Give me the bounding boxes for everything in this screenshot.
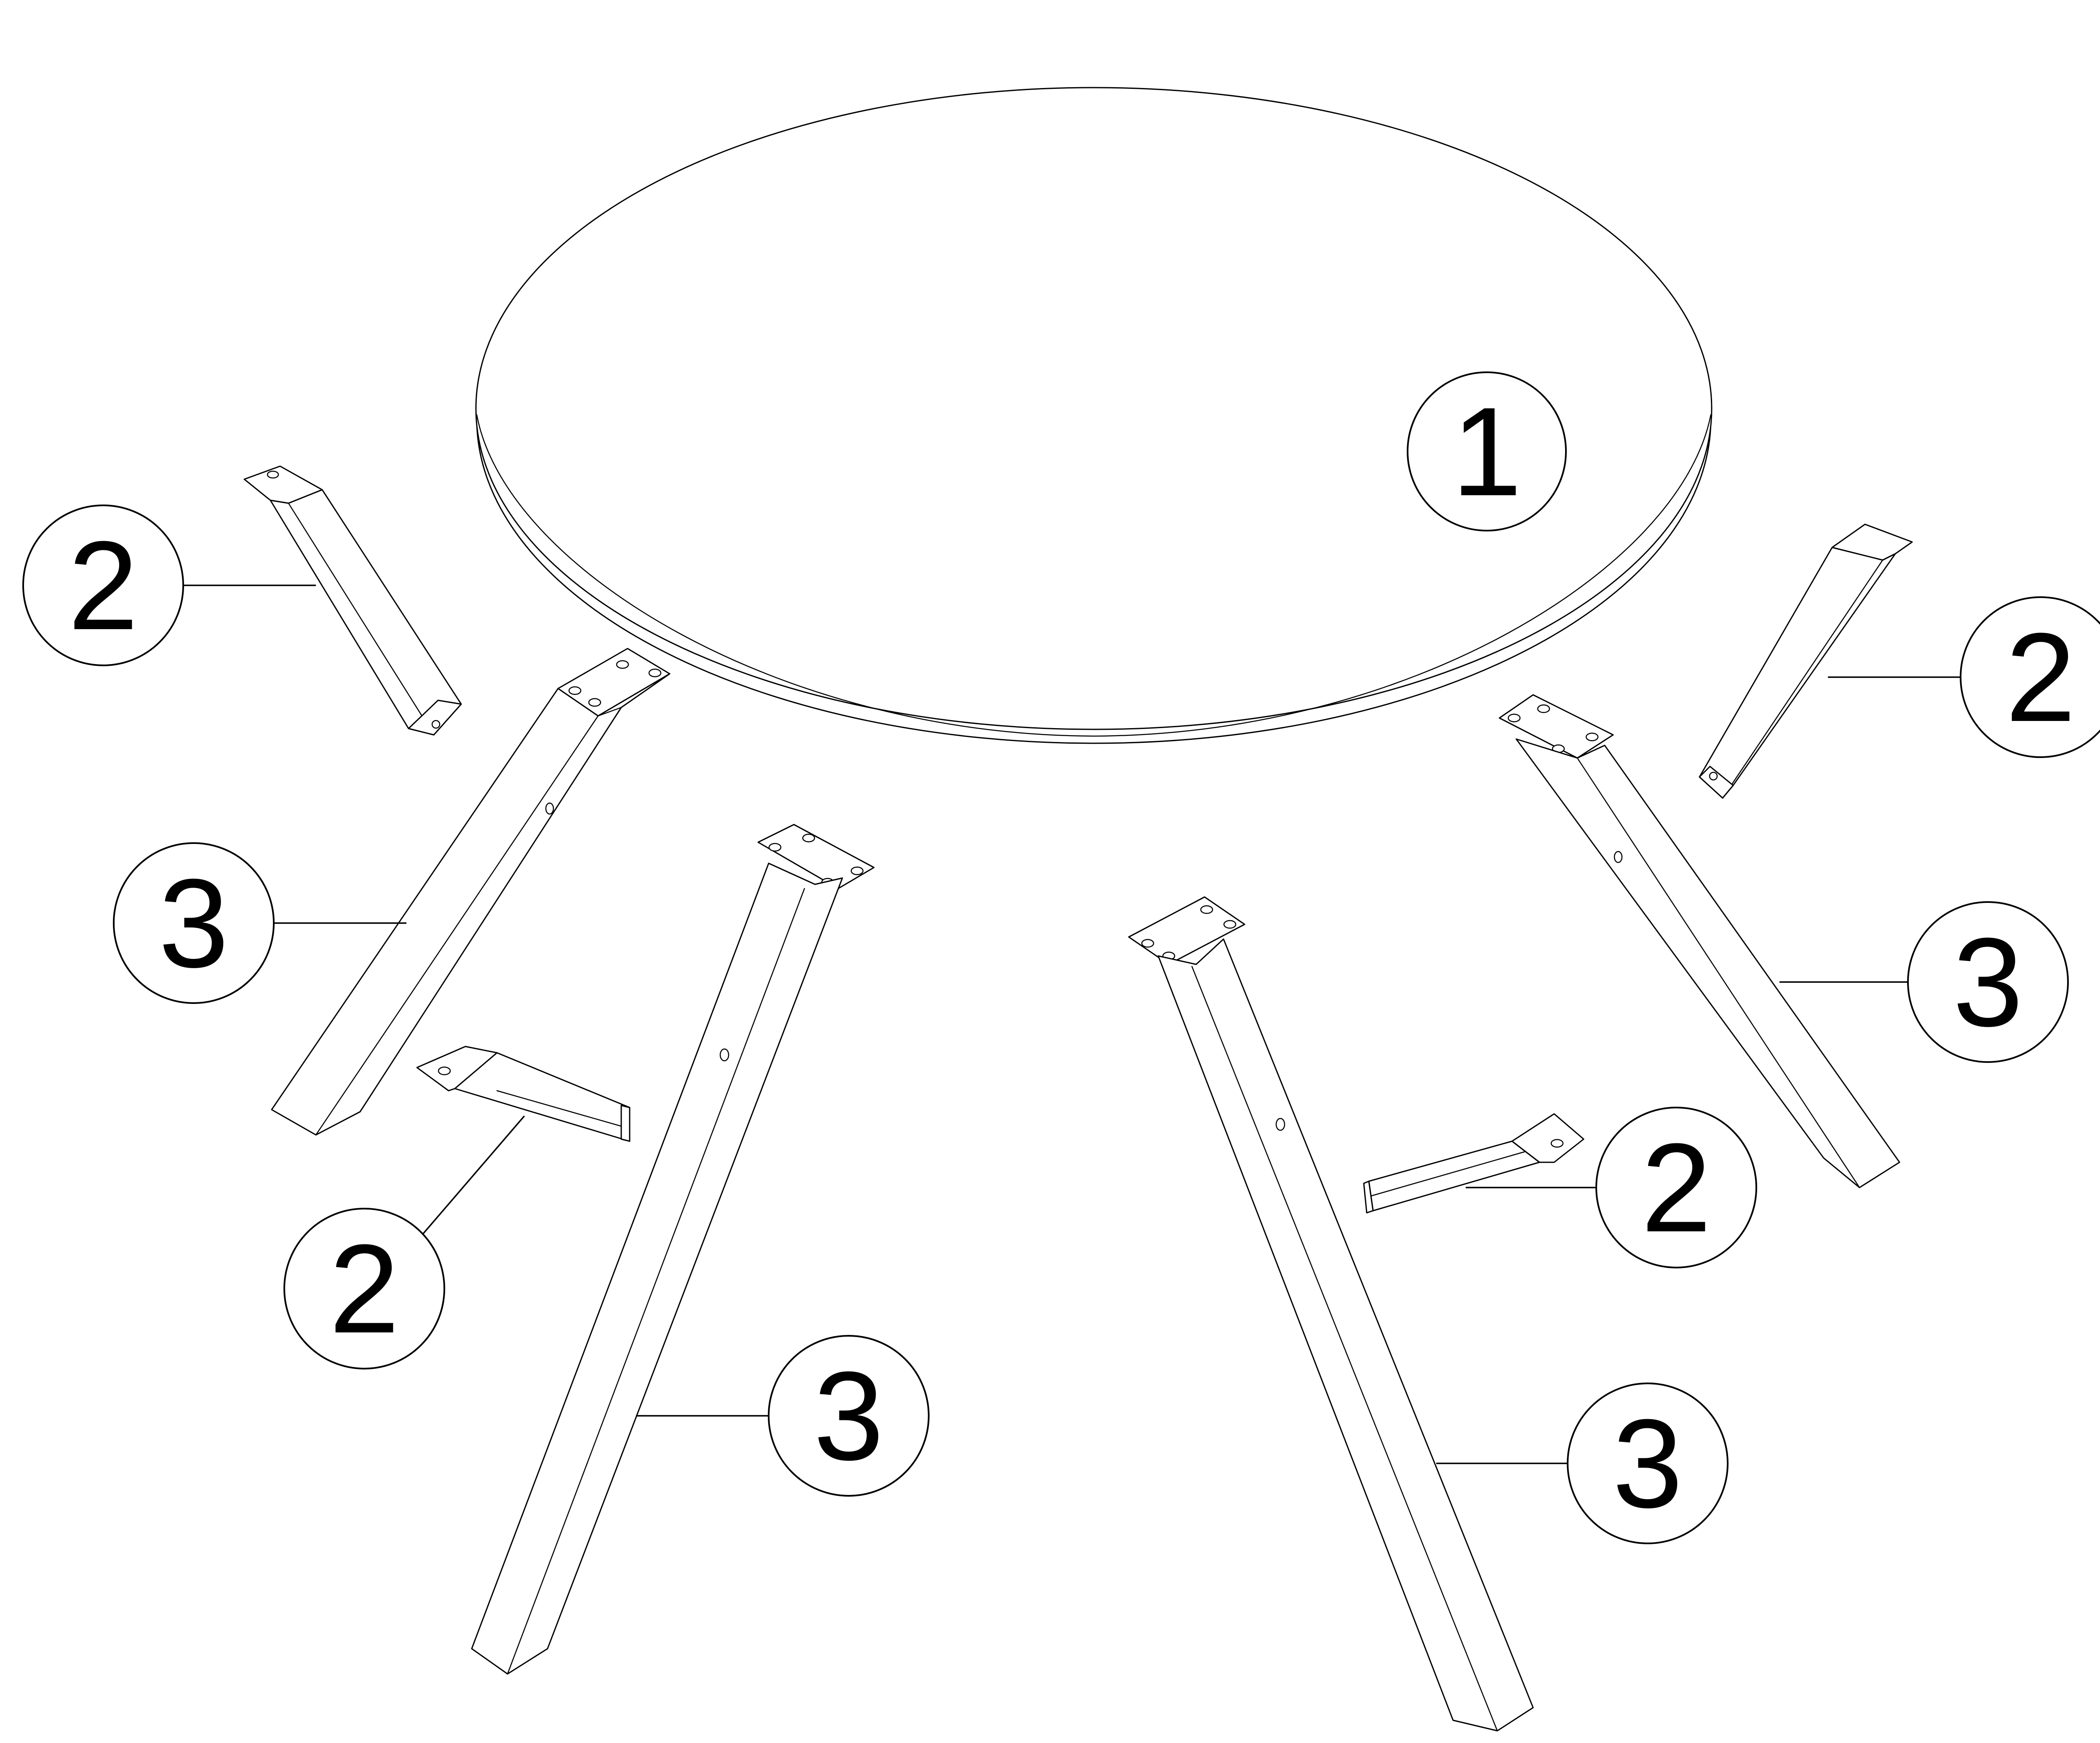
- long-leg-front-right: [1128, 896, 1534, 1732]
- callout-short-leg-upper-left: 2: [22, 504, 184, 666]
- tabletop-thickness-edge: [476, 414, 1712, 737]
- callout-short-leg-lower-left: 2: [283, 1208, 445, 1369]
- callout-label: 3: [814, 1345, 884, 1487]
- plate-hole: [438, 1066, 451, 1076]
- tabletop-surface: [475, 87, 1713, 730]
- plate-hole: [850, 866, 864, 876]
- plate-hole: [648, 668, 662, 678]
- plate-hole: [1200, 905, 1213, 914]
- bolt-hole: [719, 1048, 729, 1062]
- callout-label: 3: [1953, 911, 2023, 1053]
- callout-long-leg-front-right: 3: [1567, 1383, 1729, 1544]
- leg-end-hole: [1709, 771, 1718, 781]
- callout-label: 3: [1613, 1393, 1683, 1534]
- callout-long-leg-left: 3: [113, 842, 275, 1004]
- plate-hole: [1141, 939, 1154, 948]
- leg-body: [1157, 938, 1534, 1732]
- callout-circle: [1907, 901, 2069, 1063]
- leg-body: [270, 489, 462, 736]
- callout-circle: [1567, 1383, 1729, 1544]
- leg-edge: [1576, 757, 1860, 1188]
- callout-circle: [768, 1335, 930, 1497]
- leg-edge: [597, 707, 622, 717]
- leg-end: [1363, 1180, 1374, 1214]
- callout-circle: [1407, 371, 1567, 531]
- plate-hole: [267, 470, 279, 479]
- tabletop: [475, 87, 1713, 744]
- plate-hole: [616, 660, 629, 669]
- callout-long-leg-front-left: 3: [768, 1335, 930, 1497]
- plate-hole: [1585, 732, 1599, 742]
- mounting-plate: [1499, 694, 1614, 759]
- plate-hole: [1537, 704, 1550, 713]
- callout-circle: [1595, 1107, 1757, 1268]
- plate-hole: [1507, 713, 1521, 723]
- leg-body: [454, 1052, 631, 1142]
- short-leg-lower-right: [1363, 1113, 1584, 1214]
- leg-end-hole: [431, 720, 441, 729]
- plate-hole: [768, 843, 782, 852]
- plate-hole: [802, 833, 815, 843]
- callout-circle: [283, 1208, 445, 1369]
- bolt-hole: [545, 802, 554, 815]
- plate-hole: [1223, 920, 1237, 929]
- leg-end: [1699, 766, 1734, 799]
- short-leg-lower-left: [416, 1046, 631, 1142]
- leg-edge: [496, 1090, 631, 1129]
- leg-edge: [1722, 559, 1884, 799]
- callout-tabletop: 1: [1407, 371, 1567, 531]
- leader-lines: [184, 585, 1963, 1464]
- plate-hole: [568, 686, 582, 695]
- callout-label: 2: [1641, 1117, 1712, 1258]
- callout-label: 3: [159, 852, 229, 994]
- plate-hole: [1550, 1139, 1564, 1148]
- callout-label: 2: [2006, 606, 2076, 748]
- leg-body: [1368, 1140, 1540, 1212]
- callout-label: 2: [329, 1218, 400, 1359]
- leg-body: [471, 862, 843, 1675]
- callout-label: 2: [68, 515, 139, 656]
- plate-hole: [588, 698, 601, 707]
- leg-edge: [1370, 1151, 1526, 1197]
- bolt-hole: [1275, 1118, 1285, 1131]
- callout-circle: [22, 504, 184, 666]
- callout-label: 1: [1452, 381, 1522, 522]
- leg-edge: [1191, 966, 1498, 1732]
- leg-edge: [507, 888, 805, 1675]
- callout-circle: [1960, 596, 2100, 758]
- leader-line: [420, 1115, 525, 1237]
- callout-short-leg-upper-right: 2: [1960, 596, 2100, 758]
- long-leg-right: [1499, 694, 1900, 1188]
- callout-circle: [113, 842, 275, 1004]
- short-leg-upper-right: [1699, 523, 1913, 799]
- leg-edge: [315, 715, 599, 1136]
- long-leg-front-left: [471, 824, 875, 1675]
- short-leg-upper-left: [243, 465, 462, 736]
- mounting-plate: [1128, 896, 1245, 965]
- long-leg-left: [271, 648, 671, 1136]
- callout-short-leg-lower-right: 2: [1595, 1107, 1757, 1268]
- leg-edge: [288, 502, 435, 736]
- bolt-hole: [1614, 851, 1623, 863]
- leg-end: [408, 699, 462, 736]
- callout-long-leg-right: 3: [1907, 901, 2069, 1063]
- leg-end: [620, 1105, 631, 1142]
- mounting-plate: [757, 824, 875, 889]
